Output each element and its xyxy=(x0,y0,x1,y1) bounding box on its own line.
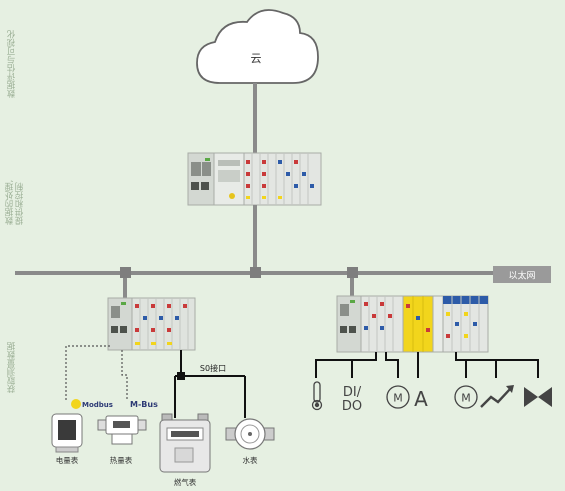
heat-meter-icon xyxy=(97,415,147,445)
electricity-meter-icon xyxy=(51,413,83,453)
meter-label-electric: 电量表 xyxy=(56,455,79,465)
mbus-tag: M-Bus xyxy=(130,400,158,409)
thermometer-icon xyxy=(311,381,323,411)
svg-text:M: M xyxy=(393,392,403,405)
motor-icon: M xyxy=(386,385,410,409)
valve-icon xyxy=(524,387,552,407)
meter-label-water: 水表 xyxy=(243,455,258,465)
cloud-label: 云 xyxy=(251,52,262,65)
amp-label: A xyxy=(414,387,428,411)
dio-label-top: DI/ xyxy=(343,385,362,400)
cloud-icon xyxy=(196,9,319,84)
trend-icon xyxy=(480,385,514,408)
controller-left xyxy=(107,297,196,351)
controller-right xyxy=(336,295,489,353)
gas-meter-icon xyxy=(159,413,211,473)
modbus-tag: Modbus xyxy=(71,399,113,409)
water-meter-icon xyxy=(225,418,275,450)
meter-label-gas: 燃气表 xyxy=(174,477,197,487)
controller-top xyxy=(187,152,322,206)
svg-text:M: M xyxy=(461,392,471,405)
ethernet-label: 以太网 xyxy=(508,270,535,282)
meter-label-heat: 热量表 xyxy=(110,455,133,465)
dio-label-bottom: DO xyxy=(342,399,362,414)
s0-label: S0接口 xyxy=(200,363,226,373)
svg-text:Modbus: Modbus xyxy=(82,401,113,409)
motor-icon-2: M xyxy=(454,385,478,409)
